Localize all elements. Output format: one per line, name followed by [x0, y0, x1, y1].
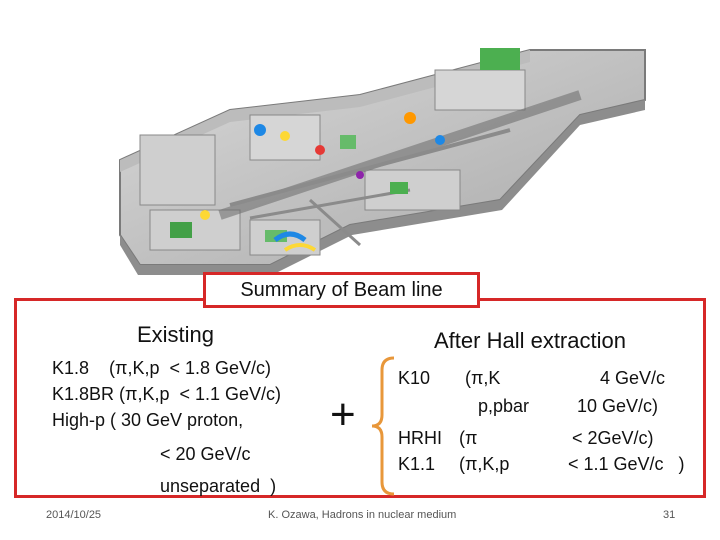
after-name-k10: K10	[398, 368, 431, 388]
after-momentum-k10: 4 GeV/c	[600, 368, 666, 388]
summary-title: Summary of Beam line	[203, 272, 480, 308]
after-momentum-hrhi: < 2GeV/c)	[572, 428, 654, 448]
existing-line-k18br: K1.8BR (π,K,p < 1.1 GeV/c)	[52, 384, 282, 404]
existing-line-highp-momentum: < 20 GeV/c	[160, 444, 251, 464]
after-extraction-heading: After Hall extraction	[434, 328, 626, 353]
curly-bracket	[371, 356, 395, 496]
footer-date: 2014/10/25	[46, 509, 102, 521]
after-name-hrhi: HRHI	[398, 428, 442, 448]
after-particles-k10: (π,K	[465, 368, 501, 388]
existing-line-k18: K1.8 (π,K,p < 1.8 GeV/c)	[52, 358, 272, 378]
after-particles-k11: (π,K,p	[459, 454, 510, 474]
footer-page-number: 31	[663, 509, 676, 521]
after-particles-hrhi: (π	[459, 428, 478, 448]
after-momentum-pbar: 10 GeV/c)	[577, 396, 659, 416]
after-name-k11: K1.1	[398, 454, 436, 474]
plus-sign: +	[330, 390, 356, 439]
existing-line-highp: High-p ( 30 GeV proton,	[52, 410, 244, 430]
footer-author: K. Ozawa, Hadrons in nuclear medium	[268, 509, 457, 521]
after-particles-pbar: p,pbar	[478, 396, 530, 416]
after-momentum-k11: < 1.1 GeV/c )	[568, 454, 685, 474]
hadron-hall-illustration	[119, 48, 646, 275]
existing-line-unseparated: unseparated )	[160, 476, 277, 496]
existing-heading: Existing	[137, 322, 215, 347]
